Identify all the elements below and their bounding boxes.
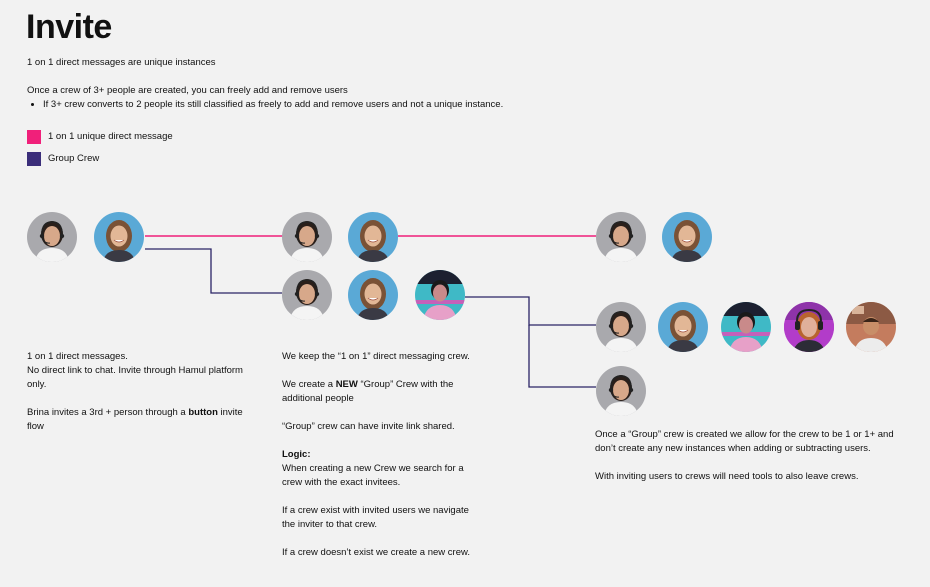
note-direct-messages: 1 on 1 direct messages. No direct link t… (27, 350, 252, 448)
legend-swatch-group-crew (27, 152, 41, 166)
avatar-user-a (596, 302, 646, 352)
note-bold-text: Logic: (282, 449, 311, 460)
note-bold-text: button (188, 407, 218, 418)
legend-label-group-crew: Group Crew (48, 153, 100, 164)
note-text: invite flow (27, 407, 243, 432)
avatar-user-b (348, 212, 398, 262)
note-paragraph: If a crew doesn’t exist we create a new … (282, 547, 470, 558)
avatar-user-c (721, 302, 771, 352)
note-text: 1 on 1 direct messages. (27, 351, 128, 362)
group-crew-line-3 (528, 325, 596, 388)
avatar-user-a (282, 270, 332, 320)
avatar-user-b (658, 302, 708, 352)
avatar-user-d (784, 302, 834, 352)
avatar-user-a (596, 212, 646, 262)
legend-label-direct-message: 1 on 1 unique direct message (48, 131, 173, 142)
group-crew-line-2 (465, 296, 596, 326)
avatar-user-b (662, 212, 712, 262)
note-paragraph: 1 on 1 direct messages. No direct link t… (27, 350, 252, 392)
group-crew-line-1 (145, 248, 282, 294)
avatar-user-a (596, 366, 646, 416)
page-title: Invite (26, 8, 112, 46)
note-paragraph: When creating a new Crew we search for a… (282, 463, 464, 488)
note-logic-label: Logic: (282, 448, 482, 462)
note-bold-text: NEW (335, 379, 358, 390)
note-paragraph: If a crew exist with invited users we na… (282, 505, 469, 530)
intro-line-2: Once a crew of 3+ people are created, yo… (27, 85, 348, 96)
intro-bullet-list: If 3+ crew converts to 2 people its stil… (27, 98, 727, 112)
avatar-user-b (94, 212, 144, 262)
note-text: Brina invites a 3rd + person through a (27, 407, 189, 418)
note-group-crew-logic: We keep the “1 on 1” direct messaging cr… (282, 350, 482, 574)
avatar-user-a (282, 212, 332, 262)
note-paragraph: We create a NEW “Group” Crew with the ad… (282, 378, 482, 406)
avatar-user-c (415, 270, 465, 320)
note-text: “Group” Crew with the additional people (282, 379, 454, 404)
avatar-user-a (27, 212, 77, 262)
intro-block: Once a crew of 3+ people are created, yo… (27, 84, 727, 112)
legend-swatch-direct-message (27, 130, 41, 144)
note-paragraph: With inviting users to crews will need t… (595, 471, 859, 482)
avatar-user-b (348, 270, 398, 320)
note-group-crew-behavior: Once a “Group” crew is created we allow … (595, 428, 905, 498)
note-paragraph: Brina invites a 3rd + person through a b… (27, 406, 252, 434)
note-text: We create a (282, 379, 336, 390)
avatar-user-e (846, 302, 896, 352)
intro-bullet: If 3+ crew converts to 2 people its stil… (43, 98, 727, 112)
note-paragraph: Once a “Group” crew is created we allow … (595, 429, 894, 454)
note-paragraph: “Group” crew can have invite link shared… (282, 421, 455, 432)
note-text: No direct link to chat. Invite through H… (27, 365, 243, 390)
intro-line-1: 1 on 1 direct messages are unique instan… (27, 57, 216, 68)
note-paragraph: We keep the “1 on 1” direct messaging cr… (282, 351, 470, 362)
